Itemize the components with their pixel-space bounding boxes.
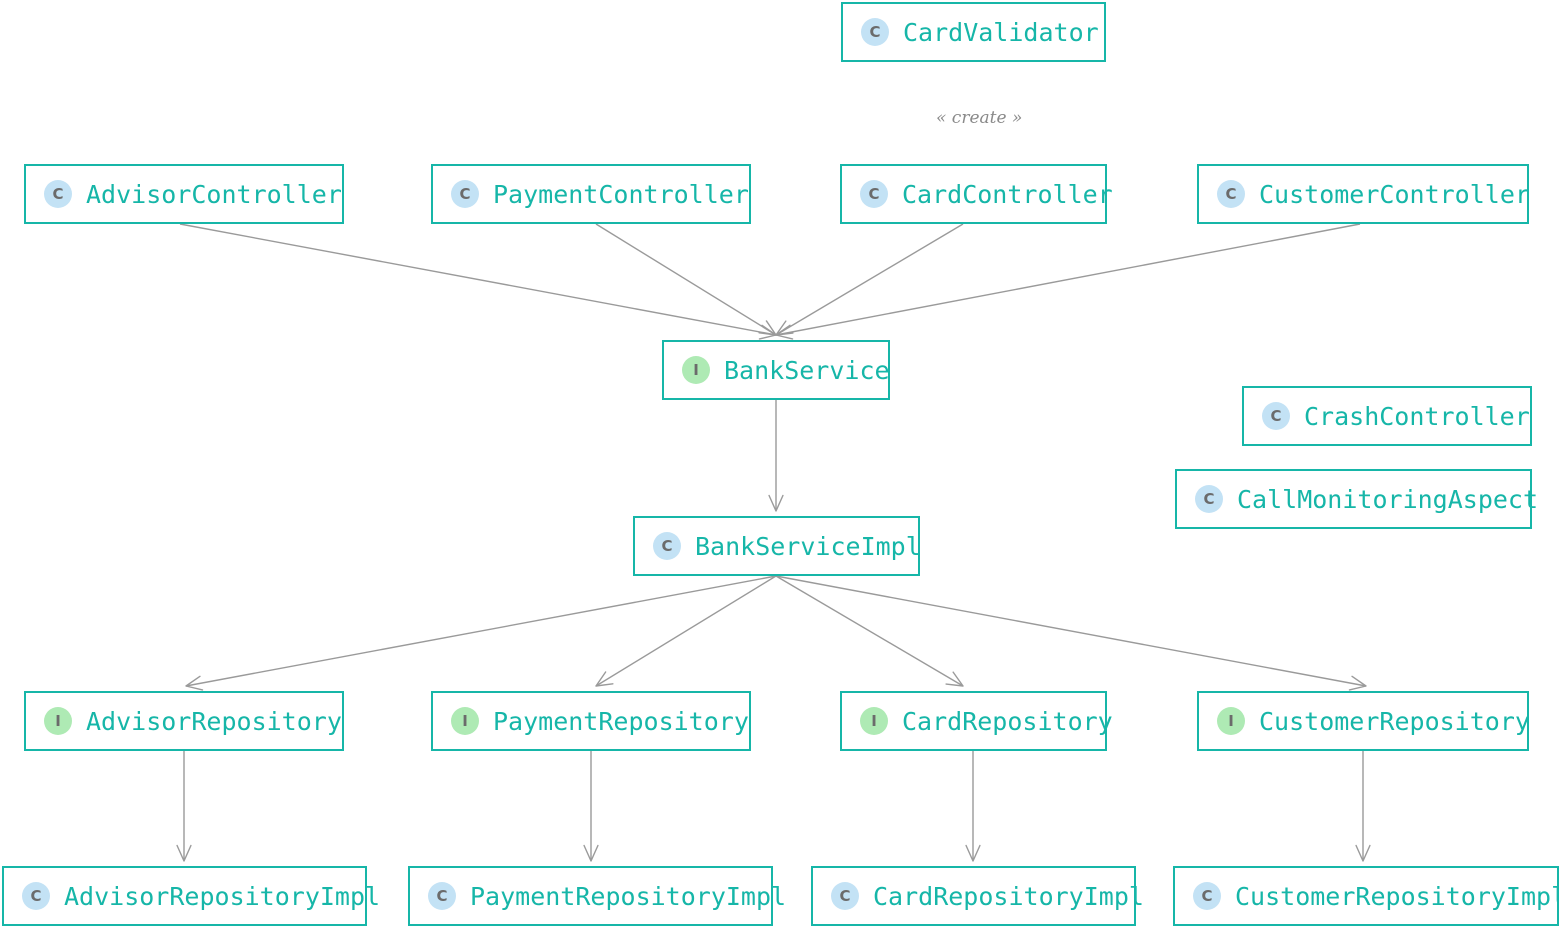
stereotype-label-create-stereotype: « create » [936, 108, 1023, 128]
uml-node-label: AdvisorRepository [86, 706, 342, 736]
uml-node-label: BankService [724, 355, 890, 385]
uml-node-bank-service[interactable]: I BankService [662, 340, 890, 400]
uml-node-call-monitoring-aspect[interactable]: C CallMonitoringAspect [1175, 469, 1538, 529]
uml-edge-payment-controller-to-bank-service [595, 223, 777, 336]
uml-node-advisor-controller[interactable]: C AdvisorController [24, 164, 344, 224]
uml-node-payment-repository[interactable]: I PaymentRepository [431, 691, 751, 751]
uml-node-label: CallMonitoringAspect [1237, 484, 1539, 514]
uml-node-label: CardController [902, 179, 1113, 209]
uml-node-label: PaymentRepository [493, 706, 749, 736]
class-badge-icon: C [428, 882, 456, 910]
uml-node-label: CustomerController [1259, 179, 1530, 209]
interface-badge-icon: I [44, 707, 72, 735]
uml-edge-bank-service-impl-to-advisor-repo [185, 575, 777, 691]
uml-node-payment-repository-impl[interactable]: C PaymentRepositoryImpl [408, 866, 786, 926]
class-badge-icon: C [1195, 485, 1223, 513]
uml-node-label: PaymentController [493, 179, 749, 209]
uml-node-advisor-repository[interactable]: I AdvisorRepository [24, 691, 344, 751]
uml-node-bank-service-impl[interactable]: C BankServiceImpl [633, 516, 921, 576]
class-badge-icon: C [451, 180, 479, 208]
uml-node-advisor-repository-impl[interactable]: C AdvisorRepositoryImpl [2, 866, 380, 926]
class-badge-icon: C [1217, 180, 1245, 208]
uml-node-label: CustomerRepositoryImpl [1235, 881, 1559, 911]
uml-edge-payment-repo-to-impl [583, 751, 599, 862]
uml-node-payment-controller[interactable]: C PaymentController [431, 164, 751, 224]
uml-node-label: CardRepositoryImpl [873, 881, 1144, 911]
uml-edge-advisor-repo-to-impl [176, 751, 192, 862]
uml-edge-bank-service-impl-to-customer-repo [775, 575, 1367, 691]
interface-badge-icon: I [451, 707, 479, 735]
class-badge-icon: C [1193, 882, 1221, 910]
uml-node-label: CardRepository [902, 706, 1113, 736]
uml-edge-bank-service-impl-to-payment-repo [595, 575, 777, 687]
class-badge-icon: C [831, 882, 859, 910]
class-badge-icon: C [22, 882, 50, 910]
class-badge-icon: C [44, 180, 72, 208]
uml-node-label: PaymentRepositoryImpl [470, 881, 787, 911]
uml-node-crash-controller[interactable]: C CrashController [1242, 386, 1532, 446]
interface-badge-icon: I [1217, 707, 1245, 735]
uml-node-label: AdvisorController [86, 179, 342, 209]
uml-node-card-controller[interactable]: C CardController [840, 164, 1113, 224]
class-badge-icon: C [653, 532, 681, 560]
uml-edge-advisor-controller-to-bank-service [179, 223, 777, 340]
uml-node-label: BankServiceImpl [695, 531, 921, 561]
uml-edge-card-repo-to-impl [965, 751, 981, 862]
uml-edge-bank-service-to-bank-service-impl [768, 400, 784, 512]
uml-node-label: CustomerRepository [1259, 706, 1530, 736]
uml-node-customer-repository[interactable]: I CustomerRepository [1197, 691, 1530, 751]
interface-badge-icon: I [682, 356, 710, 384]
uml-edge-bank-service-impl-to-card-repo [775, 575, 964, 687]
uml-edge-customer-repo-to-impl [1355, 751, 1371, 862]
uml-node-label: CrashController [1304, 401, 1530, 431]
interface-badge-icon: I [860, 707, 888, 735]
class-badge-icon: C [861, 18, 889, 46]
class-badge-icon: C [1262, 402, 1290, 430]
uml-edge-card-controller-to-bank-service [775, 223, 964, 336]
class-badge-icon: C [860, 180, 888, 208]
uml-node-customer-repository-impl[interactable]: C CustomerRepositoryImpl [1173, 866, 1559, 926]
uml-edge-customer-controller-to-bank-service [775, 223, 1361, 340]
uml-node-card-repository-impl[interactable]: C CardRepositoryImpl [811, 866, 1144, 926]
uml-node-customer-controller[interactable]: C CustomerController [1197, 164, 1530, 224]
uml-node-card-validator[interactable]: C CardValidator [841, 2, 1106, 62]
uml-node-card-repository[interactable]: I CardRepository [840, 691, 1113, 751]
uml-node-label: AdvisorRepositoryImpl [64, 881, 381, 911]
uml-node-label: CardValidator [903, 17, 1099, 47]
